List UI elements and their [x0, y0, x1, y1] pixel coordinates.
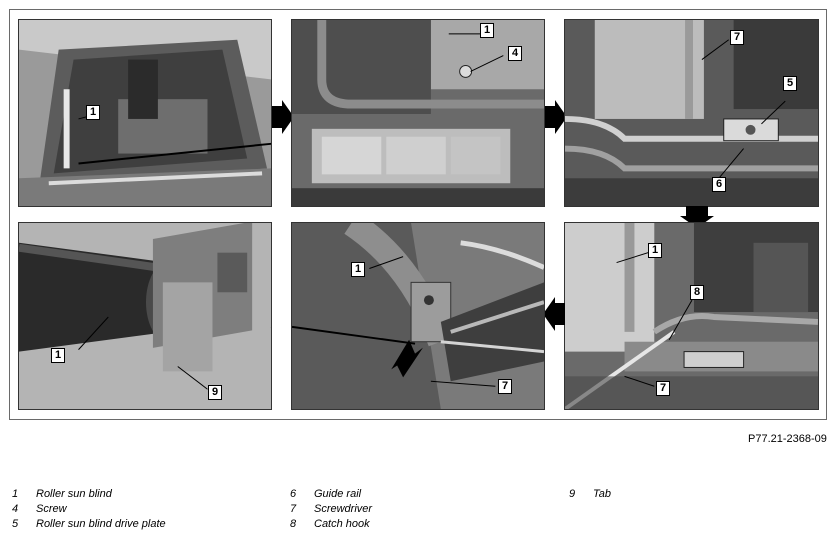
arrow-right-icon — [272, 100, 294, 134]
callout-9: 9 — [208, 385, 222, 400]
callout-1: 1 — [648, 243, 662, 258]
figure-reference: P77.21-2368-09 — [748, 433, 827, 445]
photo-sunroof-overview — [18, 19, 272, 207]
photo-screw-detail — [291, 19, 545, 207]
callout-4: 4 — [508, 46, 522, 61]
callout-5: 5 — [783, 76, 797, 91]
callout-1: 1 — [351, 262, 365, 277]
arrow-down-icon — [680, 206, 714, 228]
arrow-right-icon — [545, 100, 567, 134]
arrow-left-icon — [543, 297, 565, 331]
callout-8: 8 — [690, 285, 704, 300]
callout-1: 1 — [86, 105, 100, 120]
photo-screwdriver-release — [291, 222, 545, 410]
callout-6: 6 — [712, 177, 726, 192]
callout-1: 1 — [480, 23, 494, 38]
photo-roller-blind-tab — [18, 222, 272, 410]
photo-drive-plate — [564, 19, 819, 207]
callout-1: 1 — [51, 348, 65, 363]
photo-catch-hook — [564, 222, 819, 410]
callout-7: 7 — [656, 381, 670, 396]
callout-7: 7 — [498, 379, 512, 394]
callout-7: 7 — [730, 30, 744, 45]
